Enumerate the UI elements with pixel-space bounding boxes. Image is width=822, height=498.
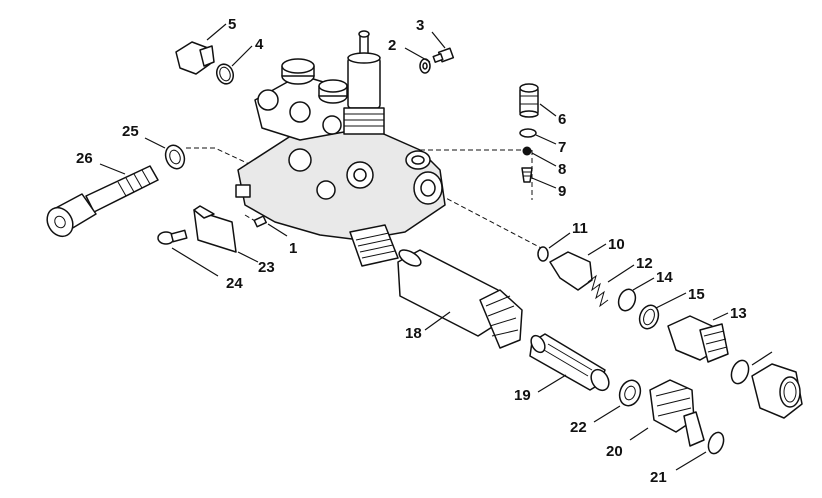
callout-11: 11 [572,220,588,237]
callout-19: 19 [514,387,531,404]
callout-10: 10 [608,236,625,253]
callout-15: 15 [688,286,705,303]
part-8-ball [522,146,532,156]
callout-6: 6 [558,111,566,128]
part-21-o-ring [707,431,725,455]
callout-14: 14 [656,269,673,286]
part-7-o-ring [519,128,537,138]
part-18-sleeve [397,249,523,349]
part-26-cap-screw [46,165,159,238]
callout-21: 21 [650,469,667,486]
callout-13: 13 [730,305,747,322]
part-6-fitting [519,83,539,118]
part-23-label-plate [193,205,237,253]
part-20-coupler [649,379,705,447]
part-14-o-ring [617,288,637,312]
callout-3: 3 [416,17,424,34]
part-11-o-ring [537,246,549,262]
callout-22: 22 [570,419,587,436]
callout-5: 5 [228,16,236,33]
callout-23: 23 [258,259,275,276]
part-1-set-screw [253,215,267,228]
part-25-washer [164,144,186,170]
part-13-fitting [667,315,729,363]
part-3-screw [432,47,455,63]
callout-18: 18 [405,325,422,342]
callout-24: 24 [226,275,243,292]
callout-20: 20 [606,443,623,460]
part-19-filter [529,333,610,392]
part-10-poppet [549,251,593,291]
callout-26: 26 [76,150,93,167]
part-o-ring-outlet [730,359,750,385]
part-outlet-nut [751,363,803,419]
callout-8: 8 [558,161,566,178]
callout-1: 1 [289,240,297,257]
part-9-spring [521,167,533,183]
part-24-screw [157,229,188,245]
callout-7: 7 [558,139,566,156]
part-12-spring [587,274,609,308]
callout-9: 9 [558,183,566,200]
callout-2: 2 [388,37,396,54]
part-15-o-ring [638,304,660,330]
callout-labels: 1 2 3 4 5 6 7 8 9 10 11 12 13 14 15 18 1… [76,16,747,486]
part-5-plug [175,41,215,75]
callout-leader-lines [99,23,773,471]
callout-4: 4 [255,36,264,53]
callout-12: 12 [636,255,653,272]
pump-manifold-body [235,30,446,267]
part-22-washer [618,379,642,407]
part-4-o-ring [215,63,235,85]
callout-25: 25 [122,123,139,140]
